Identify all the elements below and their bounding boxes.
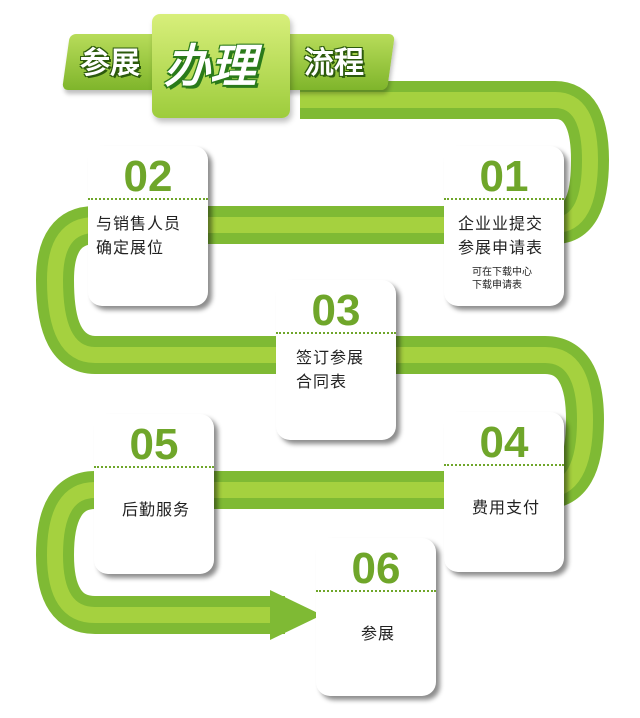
step-card-01: 01 企业业提交 参展申请表 可在下载中心 下载申请表 [444,146,564,306]
step-label: 费用支付 [471,498,540,517]
step-card-06: 06 参展 [316,538,436,696]
step-number: 04 [479,418,529,467]
step-note: 可在下载中心 下载申请表 [472,266,532,292]
step-number: 06 [351,544,401,593]
step-number: 05 [129,420,179,469]
step-number: 02 [123,152,173,201]
step-divider [88,198,208,200]
step-label-line: 合同表 [296,372,348,391]
step-label-line: 签订参展 [296,348,365,367]
step-note-line: 下载申请表 [472,280,522,291]
step-divider [444,198,564,200]
title-banner: 参展 办理 流程 [62,14,396,122]
step-card-03: 03 签订参展 合同表 [276,280,396,440]
step-divider [94,466,214,468]
step-label: 与销售人员 确定展位 [96,212,204,260]
step-number: 01 [479,152,529,201]
title-emphasis: 办理 [164,39,256,93]
title-right: 流程 [304,46,364,81]
step-label: 企业业提交 参展申请表 [458,212,560,260]
step-card-02: 02 与销售人员 确定展位 [88,146,208,306]
title-left: 参展 [80,46,140,81]
step-card-04: 04 费用支付 [444,412,564,572]
step-label-line: 与销售人员 [96,214,182,233]
title-emphasis-bg [152,14,290,118]
step-label: 签订参展 合同表 [296,346,392,394]
step-divider [444,464,564,466]
step-label-line: 参展申请表 [458,238,544,257]
step-note-line: 可在下载中心 [472,267,532,278]
path-arrow-head [270,590,322,640]
step-divider [316,590,436,592]
step-number: 03 [311,286,361,335]
step-label: 后勤服务 [121,500,190,519]
step-label: 参展 [360,624,395,643]
step-card-05: 05 后勤服务 [94,414,214,574]
step-label-line: 企业业提交 [458,214,544,233]
step-divider [276,332,396,334]
step-label-line: 确定展位 [96,238,165,257]
